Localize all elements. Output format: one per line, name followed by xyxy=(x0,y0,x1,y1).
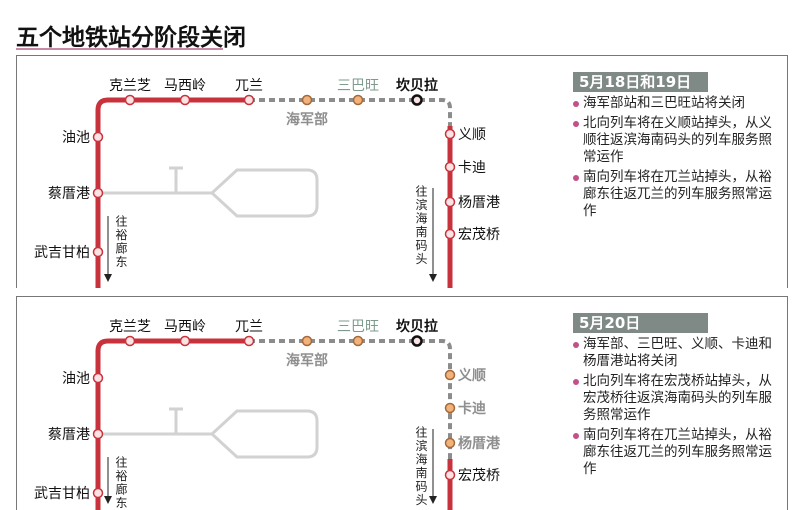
station-label: 杨厝港 xyxy=(458,195,500,211)
info-bullet: 海军部、三巴旺、义顺、卡迪和杨厝港站将关闭 xyxy=(573,336,783,370)
station-marker xyxy=(92,246,104,258)
station-label: 马西岭 xyxy=(164,319,206,335)
station-label: 海军部 xyxy=(286,111,328,128)
info-bullet: 海军部站和三巴旺站将关闭 xyxy=(573,95,783,112)
station-label: 马西岭 xyxy=(164,78,206,94)
station-label: 蔡厝港 xyxy=(48,186,90,202)
date-header: 5月18日和19日 xyxy=(573,72,708,92)
phase-panel-2: 克兰芝马西岭 兀兰海军部 三巴旺 坎贝拉油池蔡厝港武吉甘柏 义顺卡迪杨厝港宏茂桥 往裕廊… xyxy=(16,296,788,510)
phase-panel-1: 克兰芝马西岭 兀兰海军部 三巴旺 坎贝拉油池蔡厝港武吉甘柏 义顺卡迪杨厝港宏茂桥 往裕廊… xyxy=(16,55,788,288)
station-label: 油池 xyxy=(62,130,90,146)
station-label: 杨厝港 xyxy=(458,435,501,452)
station-label: 油池 xyxy=(62,371,90,387)
station-label: 义顺 xyxy=(458,367,486,384)
station-label: 克兰芝 xyxy=(109,78,151,94)
info-box: 5月20日 海军部、三巴旺、义顺、卡迪和杨厝港站将关闭 北向列车将在宏茂桥站掉头… xyxy=(573,313,783,478)
station-marker xyxy=(92,131,104,143)
station-marker xyxy=(124,335,136,347)
page-title: 五个地铁站分阶段关闭 xyxy=(16,25,246,51)
title-underline xyxy=(16,48,223,50)
info-bullet: 南向列车将在兀兰站掉头，从裕廊东往返兀兰的列车服务照常运作 xyxy=(573,169,783,220)
station-label: 武吉甘柏 xyxy=(34,486,90,502)
station-marker xyxy=(444,402,456,414)
station-marker xyxy=(444,469,456,481)
arrow-south-head xyxy=(104,496,112,504)
depot-track xyxy=(98,407,319,459)
station-label: 克兰芝 xyxy=(109,319,151,335)
station-marker xyxy=(444,196,456,208)
date-header: 5月20日 xyxy=(573,313,708,333)
metro-map: 克兰芝马西岭 兀兰海军部 三巴旺 坎贝拉油池蔡厝港武吉甘柏 义顺卡迪杨厝港宏茂桥 xyxy=(34,318,501,510)
station-label: 坎贝拉 xyxy=(396,77,438,94)
station-marker xyxy=(444,437,456,449)
station-label: 三巴旺 xyxy=(337,319,379,335)
station-marker xyxy=(411,94,423,106)
station-marker xyxy=(92,372,104,384)
closed-section-line xyxy=(249,98,452,126)
station-label: 海军部 xyxy=(286,352,328,369)
station-label: 武吉甘柏 xyxy=(34,245,90,261)
info-box: 5月18日和19日 海军部站和三巴旺站将关闭 北向列车将在义顺站掉头，从义顺往返… xyxy=(573,72,783,220)
station-label: 宏茂桥 xyxy=(458,226,500,243)
station-marker xyxy=(179,94,191,106)
closed-section-line xyxy=(249,339,452,459)
station-label: 蔡厝港 xyxy=(48,427,90,443)
station-marker xyxy=(92,487,104,499)
arrow-south-head xyxy=(104,274,112,282)
station-label: 义顺 xyxy=(458,127,486,143)
station-marker xyxy=(179,335,191,347)
station-marker xyxy=(92,187,104,199)
station-marker xyxy=(301,94,313,106)
direction-label-north: 往滨海南码头 xyxy=(414,426,428,507)
red-line-west xyxy=(95,97,249,288)
direction-label-south: 往裕廊东 xyxy=(114,215,128,269)
arrow-north-head xyxy=(429,274,437,282)
station-marker xyxy=(444,161,456,173)
station-label: 三巴旺 xyxy=(337,78,379,94)
station-label: 卡迪 xyxy=(458,160,486,176)
station-marker xyxy=(352,335,364,347)
metro-map: 克兰芝马西岭 兀兰海军部 三巴旺 坎贝拉油池蔡厝港武吉甘柏 义顺卡迪杨厝港宏茂桥 xyxy=(34,77,500,288)
station-marker xyxy=(243,94,255,106)
depot-track xyxy=(98,166,319,218)
station-marker xyxy=(444,369,456,381)
station-marker xyxy=(444,128,456,140)
station-label: 卡迪 xyxy=(458,400,486,417)
station-marker xyxy=(243,335,255,347)
station-marker xyxy=(352,94,364,106)
station-label: 兀兰 xyxy=(235,319,263,335)
station-label: 坎贝拉 xyxy=(396,318,438,335)
direction-label-south: 往裕廊东 xyxy=(114,456,128,510)
station-marker xyxy=(301,335,313,347)
station-marker xyxy=(92,428,104,440)
station-label: 宏茂桥 xyxy=(458,467,500,484)
arrow-north-head xyxy=(429,496,437,504)
info-bullet: 北向列车将在宏茂桥站掉头，从宏茂桥往返滨海南码头的列车服务照常运作 xyxy=(573,373,783,424)
station-marker xyxy=(444,228,456,240)
info-bullet: 北向列车将在义顺站掉头，从义顺往返滨海南码头的列车服务照常运作 xyxy=(573,115,783,166)
station-marker xyxy=(124,94,136,106)
station-marker xyxy=(411,335,423,347)
direction-label-north: 往滨海南码头 xyxy=(414,185,428,266)
red-line-west xyxy=(95,338,249,510)
info-bullet: 南向列车将在兀兰站掉头，从裕廊东往返兀兰的列车服务照常运作 xyxy=(573,427,783,478)
station-label: 兀兰 xyxy=(235,78,263,94)
